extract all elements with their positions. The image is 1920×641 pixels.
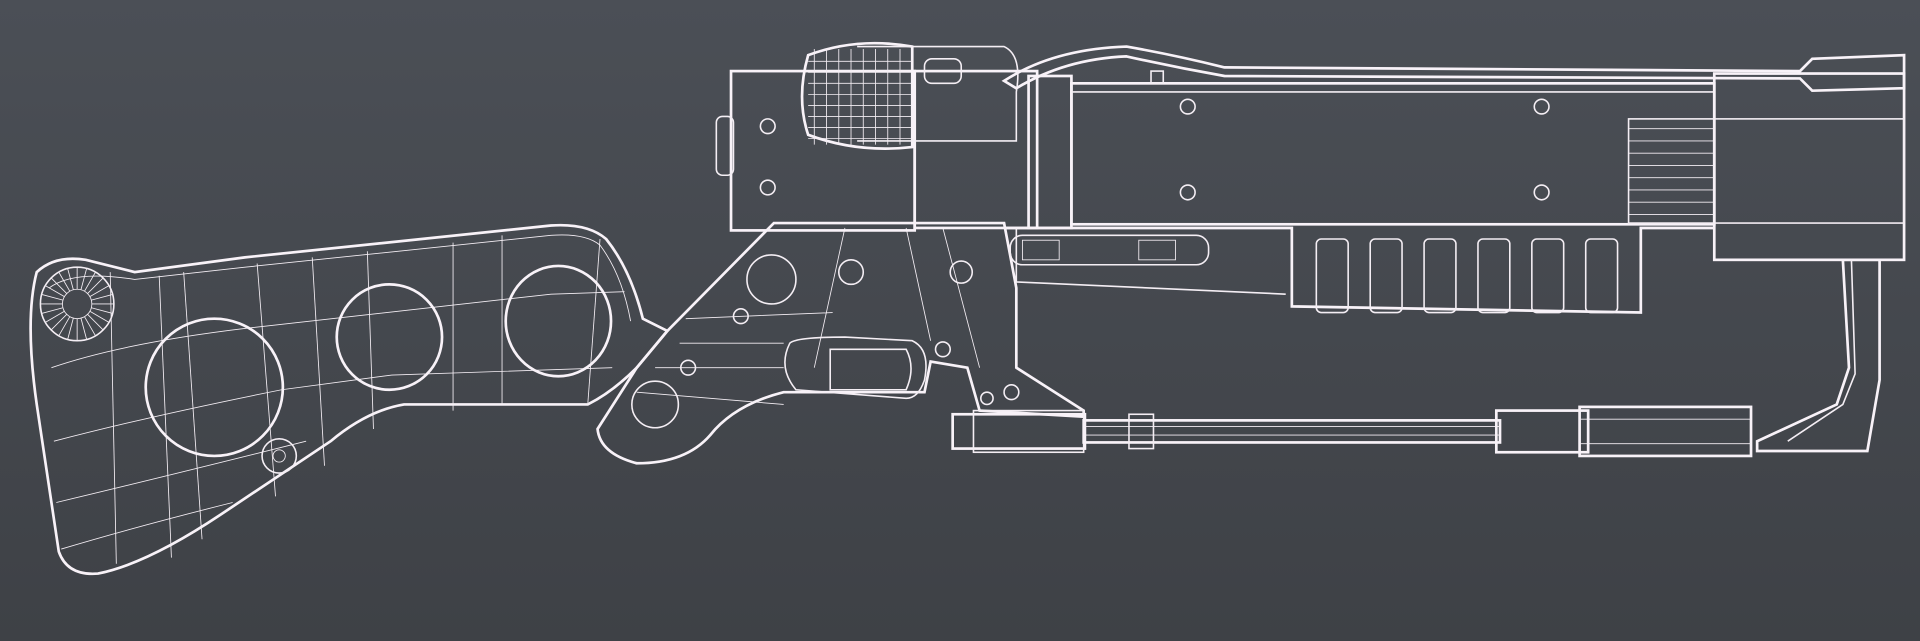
rifle-upper-body xyxy=(715,41,1906,262)
rail-rib xyxy=(1315,238,1349,314)
mesh-edge xyxy=(67,268,74,290)
mesh-edge xyxy=(91,294,113,301)
mesh-edge xyxy=(58,316,71,337)
mesh-edge xyxy=(41,294,64,301)
rail-rib xyxy=(1369,238,1403,314)
mesh-edge xyxy=(80,268,88,290)
rail-rib xyxy=(1584,238,1619,314)
rail-rib xyxy=(1531,238,1565,314)
rifle-rail xyxy=(1004,226,1715,314)
mesh-edge xyxy=(366,251,374,429)
mesh-edge xyxy=(311,257,325,466)
mesh-edge xyxy=(84,271,96,292)
mesh-edge xyxy=(50,314,68,331)
rifle-barrel xyxy=(951,258,1881,458)
mesh-edge xyxy=(50,277,68,294)
rifle-stock xyxy=(29,223,670,576)
mesh-edge xyxy=(89,310,110,323)
mesh-edge xyxy=(80,318,88,340)
mesh-edge xyxy=(587,238,601,405)
mesh-edge xyxy=(58,271,71,292)
mesh-edge xyxy=(109,272,117,564)
mesh-edge xyxy=(45,285,65,297)
mesh-edge xyxy=(84,316,96,337)
mesh-edge xyxy=(89,285,110,297)
mesh-edge xyxy=(41,307,64,314)
mesh-edge xyxy=(183,272,203,540)
mesh-edge xyxy=(91,307,113,314)
rail-rib xyxy=(1477,238,1511,314)
mesh-edge xyxy=(45,310,65,323)
mesh-edge xyxy=(87,314,104,331)
mesh-edge xyxy=(67,318,74,340)
rail-rib xyxy=(1423,238,1457,314)
mesh-edge xyxy=(256,263,276,497)
mesh-edge xyxy=(158,275,172,558)
rifle-receiver xyxy=(596,221,1086,465)
mesh-edge xyxy=(87,277,104,294)
